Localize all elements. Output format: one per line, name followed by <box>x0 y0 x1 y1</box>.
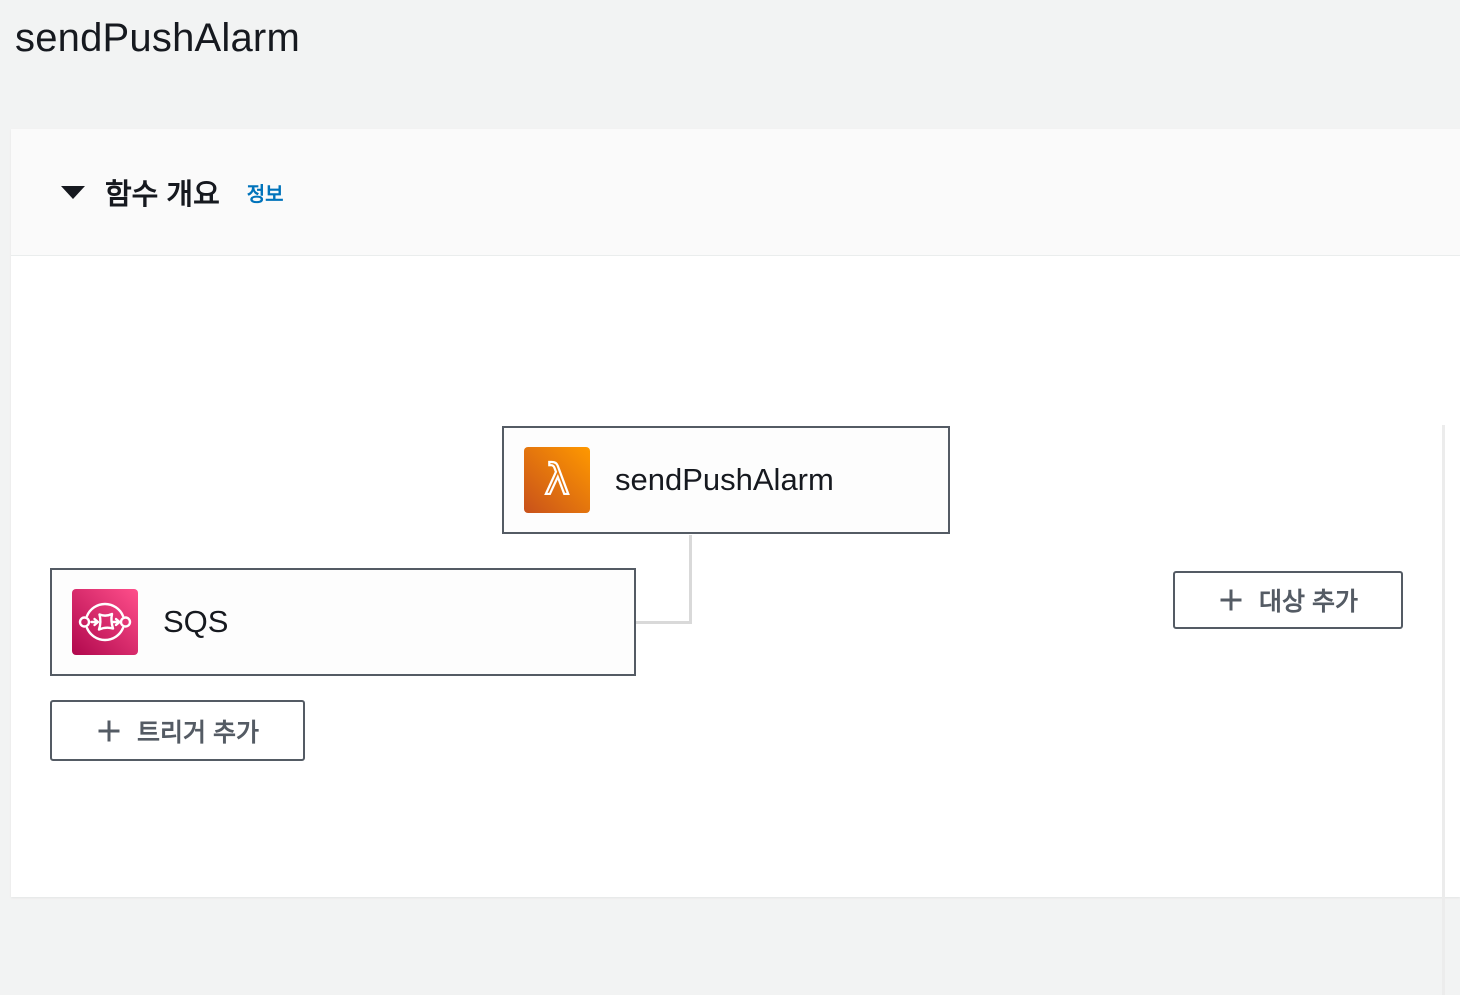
sqs-node-label: SQS <box>163 604 229 639</box>
plus-icon <box>96 718 122 744</box>
canvas-right-edge-line <box>1442 425 1445 995</box>
lambda-node-label: sendPushAlarm <box>615 462 834 497</box>
collapse-toggle-button[interactable] <box>61 184 85 200</box>
page-title: sendPushAlarm <box>15 16 300 60</box>
add-destination-label: 대상 추가 <box>1259 588 1358 616</box>
plus-icon <box>1218 587 1244 613</box>
lambda-function-node[interactable]: λ sendPushAlarm <box>502 426 950 534</box>
function-overview-header: 함수 개요 정보 <box>11 129 1460 256</box>
add-destination-button[interactable]: 대상 추가 <box>1173 571 1403 629</box>
function-diagram-canvas: λ sendPushAlarm <box>11 257 1460 995</box>
add-trigger-label: 트리거 추가 <box>137 718 259 747</box>
info-link[interactable]: 정보 <box>246 183 284 206</box>
triangle-down-icon <box>61 184 85 200</box>
connector-line-vertical <box>689 535 692 624</box>
sqs-icon <box>72 589 138 655</box>
connector-line-horizontal <box>635 621 692 624</box>
lambda-icon: λ <box>524 447 590 513</box>
function-overview-panel: 함수 개요 정보 λ sendPushAlarm <box>11 129 1460 995</box>
panel-title: 함수 개요 <box>105 179 220 211</box>
add-trigger-button[interactable]: 트리거 추가 <box>50 700 305 761</box>
sqs-trigger-node[interactable]: SQS <box>50 568 636 676</box>
svg-text:λ: λ <box>545 455 570 504</box>
